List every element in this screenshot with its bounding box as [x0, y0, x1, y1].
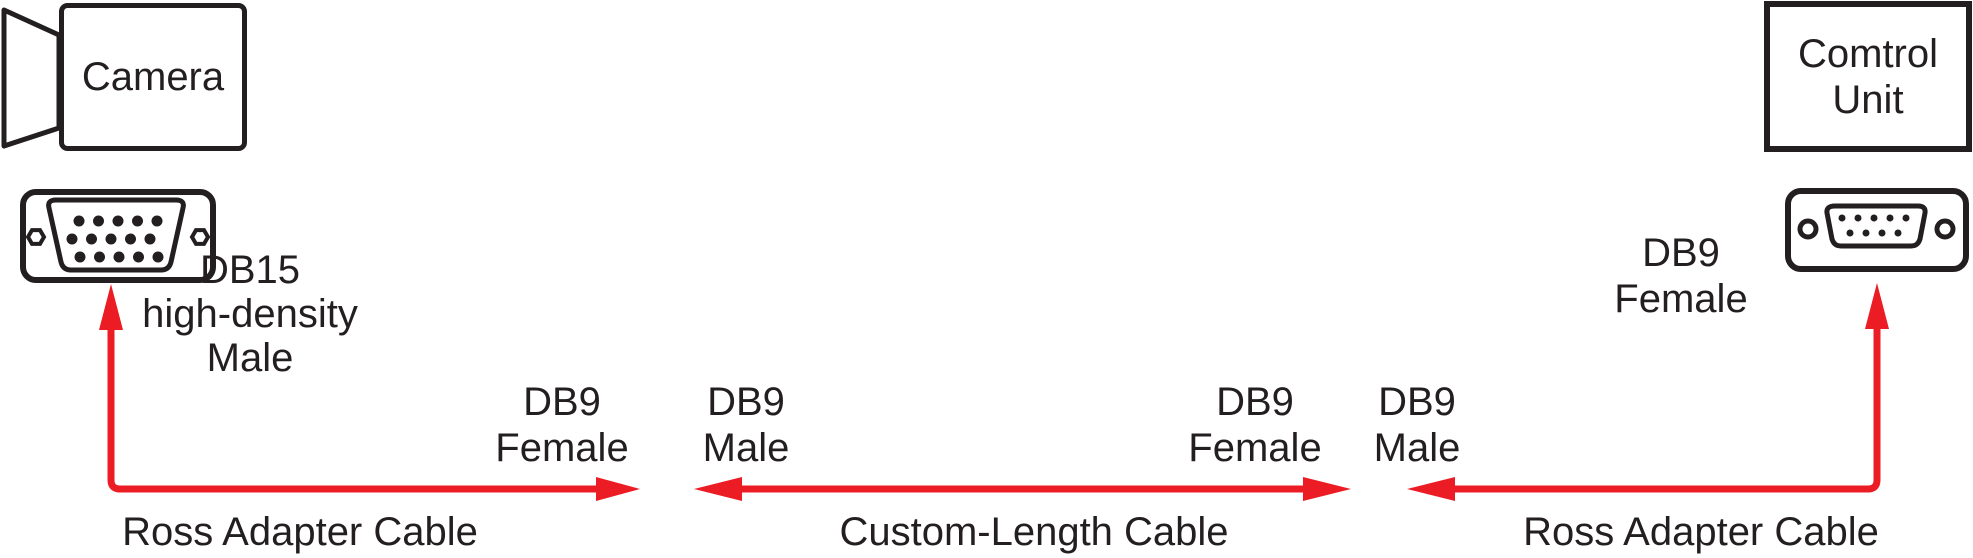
left-cable-arrowhead-up-icon — [99, 284, 123, 330]
db15-screw-left — [25, 228, 47, 246]
left-cable-label: Ross Adapter Cable — [122, 510, 478, 554]
db9-female-right-line2: Female — [1614, 277, 1748, 321]
control-unit-label-line1: Comtrol — [1797, 31, 1939, 76]
middle-cable-arrowhead-right-icon — [1303, 477, 1351, 501]
db9-female-left-line1: DB9 — [523, 380, 601, 424]
db15-label-line3: Male — [206, 336, 294, 380]
camera-label: Camera — [61, 5, 245, 149]
control-unit-label-line2: Unit — [1832, 77, 1904, 122]
db15-screw-right — [189, 228, 211, 246]
right-cable-line — [1452, 325, 1881, 493]
db9-male-left-line2: Male — [702, 426, 790, 470]
db9-female-middle-label: DB9 Female — [1188, 379, 1321, 471]
camera-label-text: Camera — [81, 55, 225, 99]
db9-screw-right — [1934, 218, 1956, 240]
middle-cable-arrow — [694, 477, 1351, 501]
db9-pins — [1838, 214, 1910, 237]
middle-cable-arrowhead-left-icon — [694, 477, 742, 501]
db9-male-right-line2: Male — [1373, 426, 1461, 470]
db9-screw-left — [1797, 218, 1819, 240]
db15-label-line1: DB15 — [199, 248, 301, 292]
db9-female-left-line2: Female — [495, 426, 629, 470]
right-cable-arrowhead-up-icon — [1865, 283, 1889, 329]
db9-dshell — [1824, 203, 1928, 249]
db9-female-connector-icon — [1785, 188, 1969, 272]
middle-cable-label: Custom-Length Cable — [839, 510, 1229, 554]
right-cable-label: Ross Adapter Cable — [1523, 510, 1879, 554]
camera-lens — [1, 7, 62, 149]
db15-pins — [66, 215, 164, 263]
db15-male-label: DB15 high-density Male — [142, 248, 358, 380]
right-cable-arrow — [1407, 283, 1889, 501]
camera-body — [59, 3, 247, 151]
left-cable-line — [107, 320, 600, 493]
db15-male-connector-icon — [20, 189, 216, 283]
db15-label-line2: high-density — [142, 292, 358, 336]
db9-male-left-line1: DB9 — [707, 380, 785, 424]
db9-male-right-line1: DB9 — [1378, 380, 1456, 424]
db9-female-right-line1: DB9 — [1642, 231, 1720, 275]
control-unit-box: Comtrol Unit — [1764, 1, 1972, 152]
left-cable-arrowhead-right-icon — [596, 477, 640, 501]
db9-female-right-label: DB9 Female — [1614, 230, 1747, 322]
right-cable-arrowhead-left-icon — [1407, 477, 1455, 501]
db9-male-right-label: DB9 Male — [1374, 379, 1461, 471]
db9-female-middle-line2: Female — [1188, 426, 1322, 470]
db9-female-left-label: DB9 Female — [495, 379, 628, 471]
left-cable-arrow — [99, 284, 640, 501]
db9-male-left-label: DB9 Male — [703, 379, 790, 471]
camera-icon — [1, 3, 247, 151]
db9-female-middle-line1: DB9 — [1216, 380, 1294, 424]
